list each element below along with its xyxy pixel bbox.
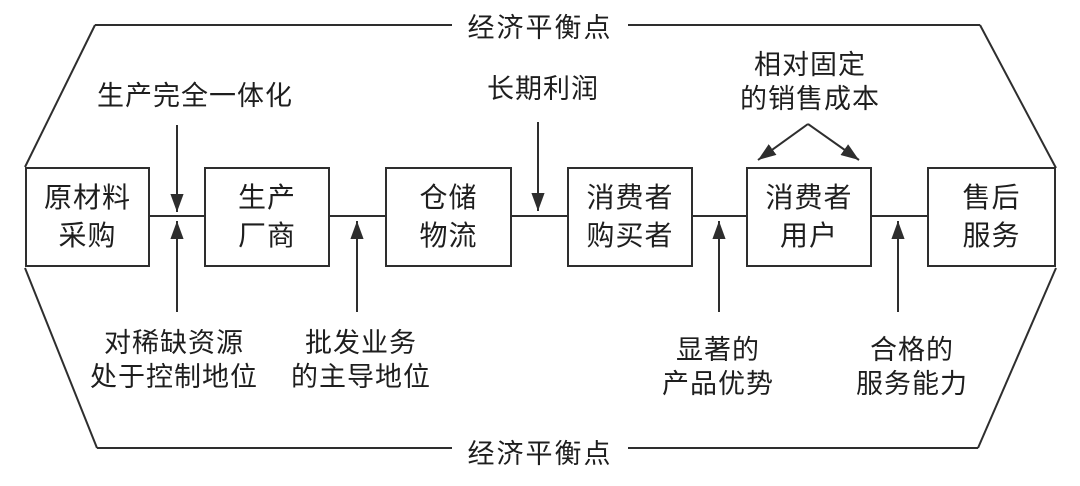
annotation-long-term-profit: 长期利润 <box>487 74 599 104</box>
box-consumer-user: 消费者用户 <box>746 167 872 267</box>
box-raw-material-procurement: 原材料采购 <box>25 167 150 267</box>
annotation-fixed-sales-cost: 相对固定 的销售成本 <box>740 50 880 114</box>
annotation-product-advantage: 显著的 产品优势 <box>662 335 774 399</box>
box-after-sales-service: 售后服务 <box>927 167 1056 267</box>
box-manufacturer: 生产厂商 <box>204 167 330 267</box>
annotation-service-capability: 合格的 服务能力 <box>856 335 968 399</box>
annotation-wholesale-dominance: 批发业务 的主导地位 <box>291 328 431 392</box>
box-consumer-buyer: 消费者购买者 <box>567 167 693 267</box>
arrow-fixed-sales-cost-right <box>807 123 860 161</box>
annotation-production-integration: 生产完全一体化 <box>97 81 293 111</box>
label-economic-balance-top: 经济平衡点 <box>467 13 613 43</box>
arrow-fixed-sales-cost-left <box>757 123 809 161</box>
annotation-scarce-resource-control: 对稀缺资源 处于控制地位 <box>90 328 258 392</box>
box-warehousing-logistics: 仓储物流 <box>385 167 512 267</box>
label-economic-balance-bottom: 经济平衡点 <box>467 439 613 469</box>
boundary-hexagon <box>24 24 1057 449</box>
